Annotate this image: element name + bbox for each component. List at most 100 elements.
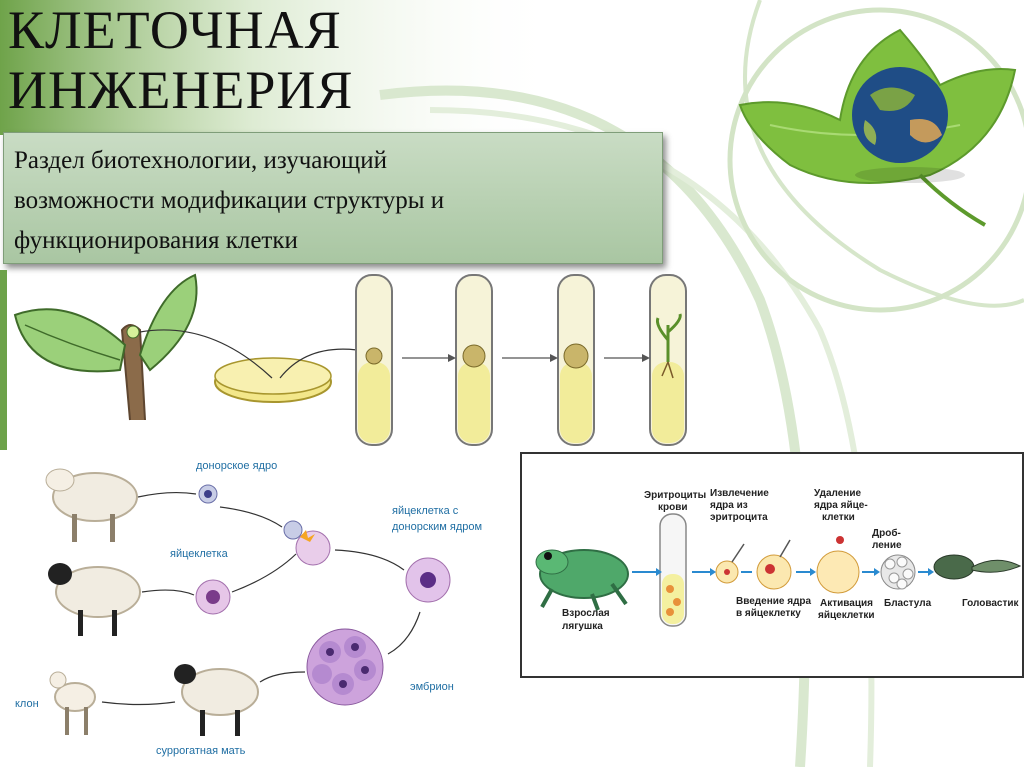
label-extraction: Извлечение [710, 488, 769, 499]
arrow [231, 553, 297, 593]
root-icon [661, 361, 674, 379]
callus-icon [365, 347, 383, 365]
spark-icon [300, 530, 315, 542]
tissue-culture-diagram [13, 273, 687, 446]
label-removal: Удаление [814, 488, 861, 499]
decor-curve [743, 0, 1024, 308]
label-donor-nucleus: донорское ядро [196, 460, 277, 472]
label-surrogate: суррогатная мать [156, 745, 246, 757]
arrowhead [710, 568, 716, 576]
arrowhead [874, 568, 880, 576]
globe-icon [852, 67, 948, 163]
test-tube [557, 274, 595, 446]
label-extraction: ядра из [710, 500, 748, 511]
tadpole-icon [933, 554, 1022, 580]
removed-nucleus-icon [836, 536, 844, 544]
petri-dish-lid [214, 357, 332, 395]
donor-nucleus-icon [283, 520, 303, 540]
page-title: КЛЕТОЧНАЯ ИНЖЕНЕРИЯ [8, 0, 353, 120]
frog-cloning-panel: Взрослая лягушка Эритроциты крови Извлеч… [520, 452, 1024, 678]
title-line: ИНЖЕНЕРИЯ [8, 60, 354, 120]
label-egg-cell: яйцеклетка [170, 548, 229, 560]
nucleus-core [206, 590, 220, 604]
test-tube [455, 274, 493, 446]
embryo-icon [306, 628, 384, 706]
leaf-globe-image [738, 28, 1017, 227]
egg-donor-sheep-icon [48, 563, 141, 636]
globe-continent [910, 119, 942, 143]
leaf-stem [918, 173, 986, 227]
donor-sheep-icon [45, 468, 138, 542]
label-egg-with-nucleus: яйцеклетка с [392, 505, 459, 517]
arrow [259, 671, 306, 683]
leaf-vein [24, 324, 121, 361]
adult-frog-icon [535, 549, 629, 611]
label-erythrocytes: крови [658, 502, 688, 513]
arrow [137, 491, 197, 498]
callus-icon [563, 343, 589, 369]
label-activation: Активация [820, 598, 873, 609]
blastula-icon [880, 554, 916, 590]
pipette-icon [731, 543, 745, 563]
nucleus-core [420, 572, 436, 588]
label-division: Дроб- [872, 527, 901, 539]
arrowhead [642, 354, 650, 362]
label-adult-frog: лягушка [562, 621, 603, 632]
label-extraction: эритроцита [710, 512, 768, 523]
arrowhead [448, 354, 456, 362]
egg-cell-icon [295, 530, 331, 566]
globe-shadow [855, 167, 965, 183]
test-tube [355, 274, 393, 446]
label-removal: ядра яйце- [814, 500, 868, 511]
arrow [139, 329, 273, 379]
sheep-cloning-diagram: донорское ядро яйцеклетка яйцеклетка с д… [15, 460, 482, 757]
label-clone: клон [15, 698, 39, 710]
decor-circle [727, 7, 1024, 313]
surrogate-sheep-icon [174, 664, 259, 736]
arrowhead [810, 568, 816, 576]
globe-continent [870, 87, 915, 111]
label-removal: клетки [822, 512, 855, 523]
branch-icon [120, 324, 146, 421]
leaf-icon [13, 308, 127, 373]
definition-box: Раздел биотехнологии, изучающий возможно… [3, 132, 663, 264]
title-line: КЛЕТОЧНАЯ [8, 0, 342, 60]
label-blastula: Бластула [884, 598, 932, 609]
globe-continent [863, 120, 877, 145]
pipette-icon [779, 539, 791, 558]
label-division: ление [872, 540, 902, 551]
clone-lamb-icon [49, 671, 96, 735]
nucleus-core [204, 490, 212, 498]
erythrocyte-icon [666, 608, 674, 616]
nucleus-core [765, 564, 775, 574]
label-embryo: эмбрион [410, 681, 454, 693]
arrow [334, 549, 405, 571]
arrow [219, 506, 283, 528]
frog-cloning-diagram: Взрослая лягушка Эритроциты крови Извлеч… [535, 488, 1022, 632]
accent-bar [0, 270, 7, 450]
activated-egg-icon [816, 550, 860, 594]
arrowhead [928, 568, 934, 576]
arrow [141, 589, 195, 596]
arrowhead [550, 354, 558, 362]
arrow [387, 611, 421, 655]
definition-line: Раздел биотехнологии, изучающий [14, 147, 388, 174]
nucleus-core [724, 569, 730, 575]
label-introduction: в яйцеклетку [736, 608, 801, 619]
seedling-icon [656, 313, 682, 362]
label-tadpole: Головастик [962, 598, 1020, 609]
label-egg-with-nucleus: донорским ядром [392, 521, 482, 533]
arrow [101, 701, 176, 706]
label-adult-frog: Взрослая [562, 608, 610, 619]
label-introduction: Введение ядра [736, 596, 812, 607]
label-erythrocytes: Эритроциты [644, 490, 706, 501]
callus-icon [462, 344, 486, 368]
definition-line: возможности модификации структуры и [14, 187, 445, 214]
erythrocyte-icon [666, 585, 674, 593]
bud-icon [126, 325, 140, 339]
arrowhead [656, 568, 662, 576]
blood-tube-liquid [662, 574, 684, 624]
definition-line: функционирования клетки [14, 227, 298, 254]
erythrocyte-icon [673, 598, 681, 606]
